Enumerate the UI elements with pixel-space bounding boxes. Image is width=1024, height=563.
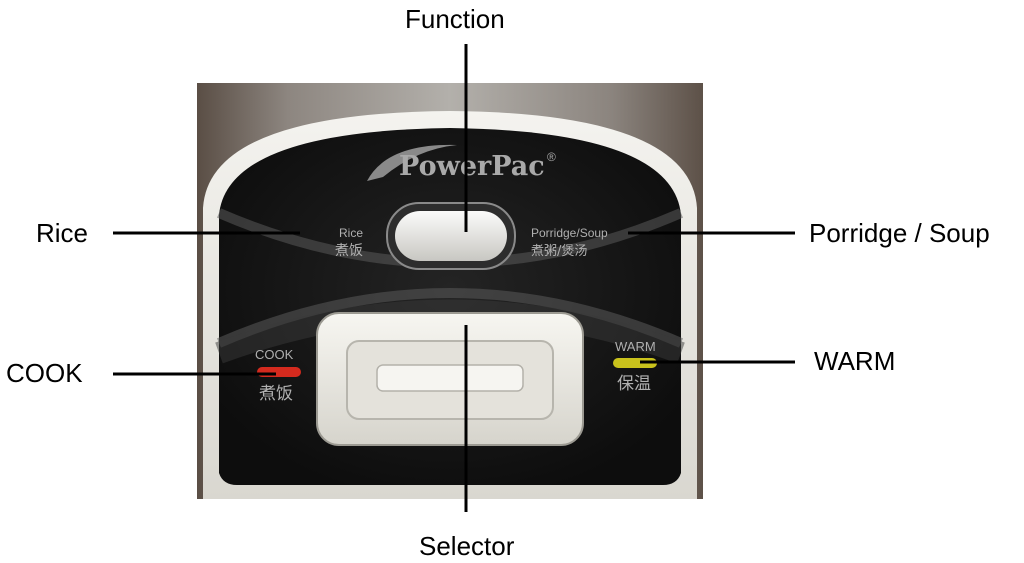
function-toggle-button <box>395 211 507 261</box>
rice-panel-text: Rice <box>339 226 363 240</box>
warm-panel-text-cn: 保温 <box>617 374 651 394</box>
porridge-panel-text: Porridge/Soup <box>531 226 608 240</box>
warm-panel-text: WARM <box>615 339 656 354</box>
porridge-soup-label: Porridge / Soup <box>809 218 990 248</box>
cook-panel-text-cn: 煮饭 <box>259 384 293 404</box>
selector-label: Selector <box>419 531 515 561</box>
selector-lever <box>376 364 524 392</box>
warm-label: WARM <box>814 346 896 376</box>
porridge-panel-text-cn: 煮粥/煲汤 <box>531 243 587 259</box>
cook-panel-text: COOK <box>255 347 294 362</box>
rice-cooker-control-panel: PowerPac ® Rice 煮饭 Porridge/Soup 煮粥/煲汤 C… <box>197 83 703 499</box>
brand-logo: PowerPac <box>399 151 545 182</box>
warm-indicator-light <box>613 358 657 368</box>
brand-swoosh <box>367 144 457 181</box>
cook-label: COOK <box>6 358 83 388</box>
rice-panel-text-cn: 煮饭 <box>335 243 363 259</box>
cook-indicator-light <box>257 367 301 377</box>
rice-label: Rice <box>36 218 89 248</box>
registered-mark: ® <box>547 150 556 164</box>
function-label: Function <box>405 4 505 34</box>
